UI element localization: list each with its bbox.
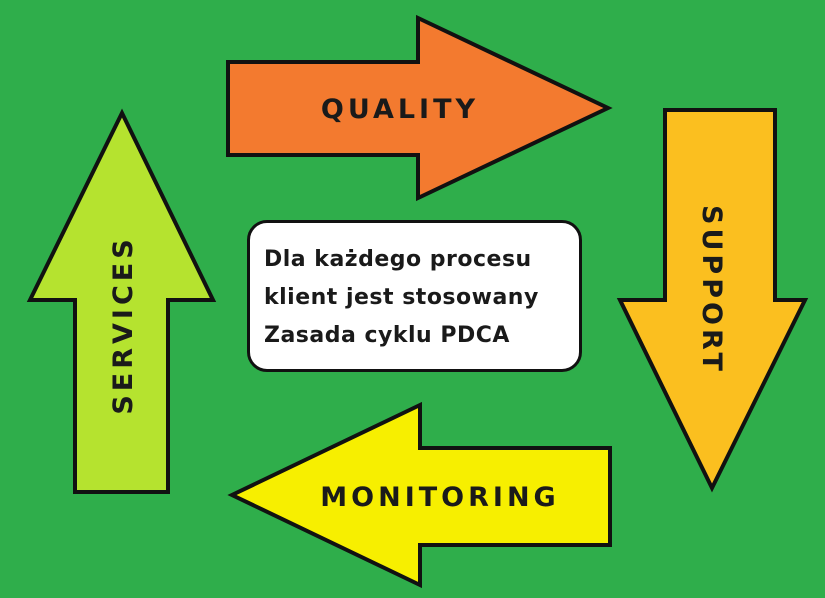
center-text-box: Dla każdego procesu klient jest stosowan… — [247, 220, 582, 372]
center-text-line: Dla każdego procesu — [264, 247, 532, 272]
quality-label: QUALITY — [321, 94, 479, 125]
center-text-line: Zasada cyklu PDCA — [264, 323, 510, 348]
services-label: SERVICES — [108, 235, 139, 414]
monitoring-label: MONITORING — [320, 482, 559, 513]
center-text-line: klient jest stosowany — [264, 285, 539, 310]
support-arrow — [616, 108, 809, 493]
quality-arrow — [226, 14, 613, 202]
support-label: SUPPORT — [696, 205, 727, 375]
monitoring-arrow — [227, 401, 612, 589]
services-arrow — [26, 108, 217, 494]
